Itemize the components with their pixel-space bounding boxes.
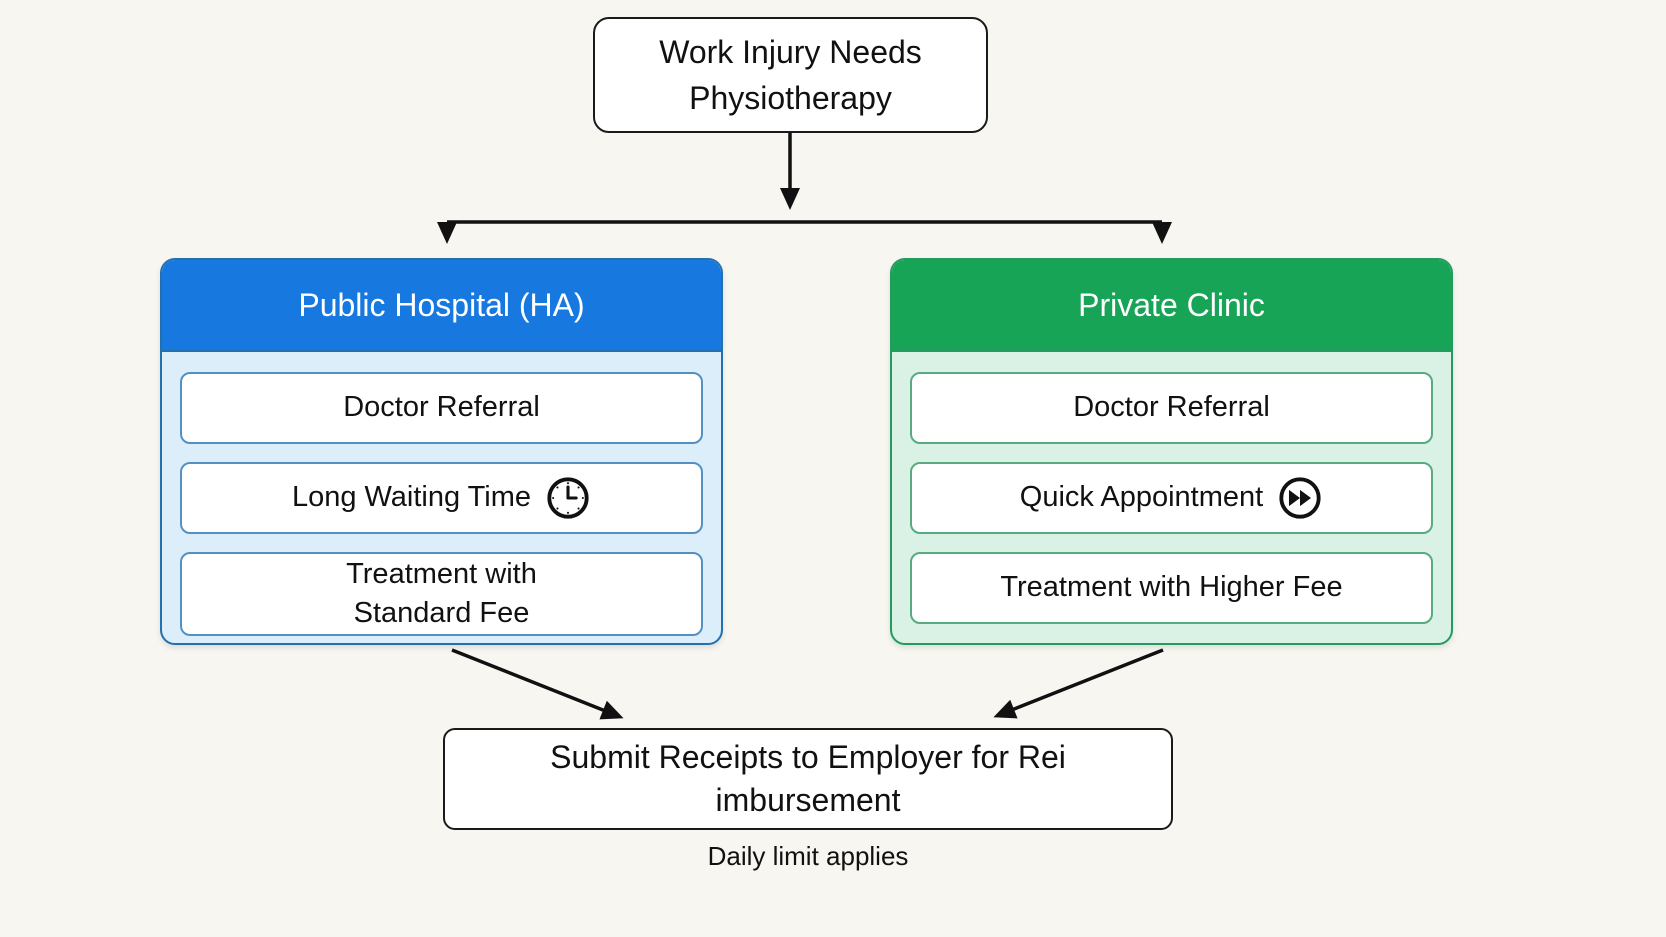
clock-icon [545,475,591,521]
step-label: Treatment with Higher Fee [1000,571,1343,604]
step-doctor-referral-public: Doctor Referral [180,372,703,444]
step-doctor-referral-private: Doctor Referral [910,372,1433,444]
step-label: Quick Appointment [1019,481,1264,514]
private-clinic-body: Doctor Referral Quick Appointment Treatm… [892,352,1451,624]
step-label: Treatment with Standard Fee [346,557,537,629]
step-label: Doctor Referral [1073,391,1270,424]
step-label: Long Waiting Time [291,481,532,514]
public-hospital-header: Public Hospital (HA) [162,260,721,352]
daily-limit-note: Daily limit applies [707,841,909,871]
fast-forward-icon [1277,475,1323,521]
step-quick-appointment: Quick Appointment [910,462,1433,534]
step-long-waiting-time: Long Waiting Time [180,462,703,534]
private-clinic-header: Private Clinic [892,260,1451,352]
step-label: Doctor Referral [343,391,540,424]
public-hospital-body: Doctor Referral Long Waiting Time [162,352,721,636]
public-hospital-panel: Public Hospital (HA) Doctor Referral Lon… [160,258,723,645]
submit-receipts-node: Submit Receipts to Employer for Rei imbu… [443,728,1173,830]
step-treatment-higher-fee: Treatment with Higher Fee [910,552,1433,624]
start-node: Work Injury Needs Physiotherapy [593,17,988,133]
step-treatment-standard-fee: Treatment with Standard Fee [180,552,703,636]
private-clinic-panel: Private Clinic Doctor Referral Quick App… [890,258,1453,645]
